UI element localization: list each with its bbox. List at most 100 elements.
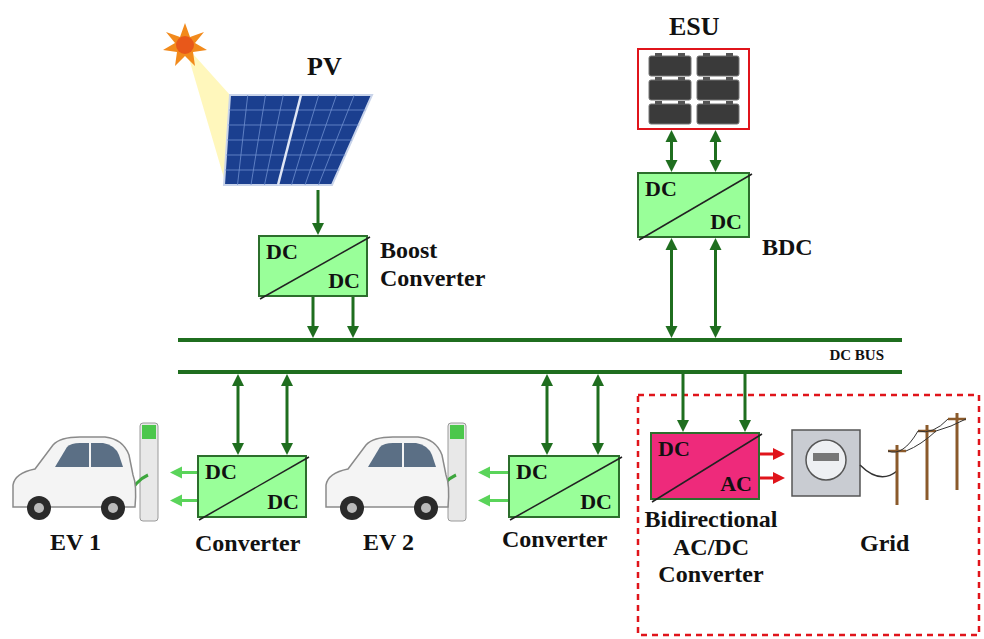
battery-terminal: [703, 101, 710, 105]
pole: [896, 445, 899, 505]
bus-rail: [178, 370, 902, 374]
power-flow-arrow: [478, 467, 508, 507]
node-label: ESU: [669, 12, 720, 42]
port-label: DC: [328, 268, 360, 293]
connector-line: [546, 384, 549, 445]
node-label: Boost Converter: [380, 237, 510, 292]
meter-case: [792, 430, 860, 496]
battery-terminal: [726, 101, 733, 105]
wheel-hub: [108, 503, 118, 513]
power-flow-arrow: [312, 190, 324, 235]
solar-panel: [224, 95, 372, 185]
converter-box: DCDCConverter: [197, 455, 307, 518]
panel-grid-line: [305, 95, 337, 185]
panel-divider: [278, 95, 301, 185]
connector-line: [488, 471, 508, 474]
connector-line: [682, 374, 685, 422]
battery-cell: [649, 56, 691, 76]
service-wire: [860, 465, 897, 477]
port-label: DC: [267, 489, 299, 514]
polygon-shape: [224, 95, 372, 185]
energy-meter: [792, 430, 860, 496]
connector-line: [714, 248, 717, 328]
car-window: [368, 443, 436, 467]
connector-line: [670, 140, 673, 162]
port-label: DC: [266, 239, 298, 264]
wheel-hub: [421, 503, 431, 513]
utility-poles: [888, 413, 966, 505]
sun-beam: [185, 45, 372, 185]
battery-cell: [697, 80, 739, 100]
converter-box: DCACBidirectional AC/DC Converter: [650, 432, 760, 500]
connector-line: [714, 140, 717, 162]
port-label: AC: [720, 471, 752, 496]
port-label: DC: [658, 436, 690, 461]
car-wheel: [101, 496, 125, 520]
window-pillar: [89, 443, 91, 467]
charger-light: [142, 425, 156, 439]
node-label: EV 1: [50, 529, 101, 557]
battery-terminal: [655, 53, 662, 57]
car-node: EV 1: [5, 415, 170, 555]
pv-node: PV: [215, 50, 380, 190]
battery-cell: [697, 104, 739, 124]
car-wheel: [27, 496, 51, 520]
connector-line: [317, 190, 320, 225]
converter-diagonal: [652, 434, 762, 502]
sun-symbol: [163, 23, 207, 66]
car-node: EV 2: [318, 415, 478, 555]
converter-diagonal: [510, 457, 622, 520]
node-illustration: [215, 50, 380, 190]
battery-cell: [649, 104, 691, 124]
wheel-hub: [347, 503, 357, 513]
connector-line: [180, 499, 197, 502]
charger-post: [140, 423, 158, 521]
connector-line: [237, 384, 240, 445]
node-label: BDC: [762, 234, 813, 262]
panel-grid-line: [251, 95, 266, 185]
power-flow-arrow: [760, 448, 785, 484]
battery-terminal: [678, 101, 685, 105]
power-flow-arrow: [666, 238, 722, 338]
charger-post: [448, 423, 466, 521]
panel-grid-line: [319, 95, 355, 185]
converter-diagonal: [260, 237, 370, 299]
battery-terminal: [678, 77, 685, 81]
car-body: [326, 437, 449, 507]
esu-node: ESU: [637, 48, 750, 130]
port-label: DC: [645, 176, 677, 201]
power-flow-arrow: [307, 297, 359, 338]
connector-line: [180, 471, 197, 474]
converter-diagonal: [639, 174, 752, 240]
car-wheel: [414, 496, 438, 520]
converter-diagonal: [199, 457, 309, 520]
node-label: DC BUS: [829, 347, 884, 364]
dc-bus-band: DC BUS: [178, 338, 902, 374]
connector-line: [760, 453, 775, 456]
node-label: Grid: [860, 530, 909, 558]
connector-line: [488, 499, 508, 502]
node-label: Converter: [502, 526, 607, 554]
port-label: DC: [516, 459, 548, 484]
battery-terminal: [726, 53, 733, 57]
panel-grid-line: [292, 95, 319, 185]
connector-line: [352, 297, 355, 328]
power-flow-arrow: [232, 374, 293, 455]
car-body: [13, 437, 136, 507]
bus-rail: [178, 338, 902, 342]
converter-box: DCDCConverter: [508, 455, 620, 518]
converter-box: DCDCBoost Converter: [258, 235, 368, 297]
meter-dial: [806, 440, 846, 480]
battery-terminal: [655, 77, 662, 81]
power-flow-arrow: [677, 374, 751, 432]
battery-terminal: [678, 53, 685, 57]
battery-terminal: [703, 53, 710, 57]
panel-grid-line: [238, 95, 248, 185]
battery-cell: [697, 56, 739, 76]
connector-line: [312, 297, 315, 328]
connector-line: [597, 384, 600, 445]
connector-line: [670, 248, 673, 328]
